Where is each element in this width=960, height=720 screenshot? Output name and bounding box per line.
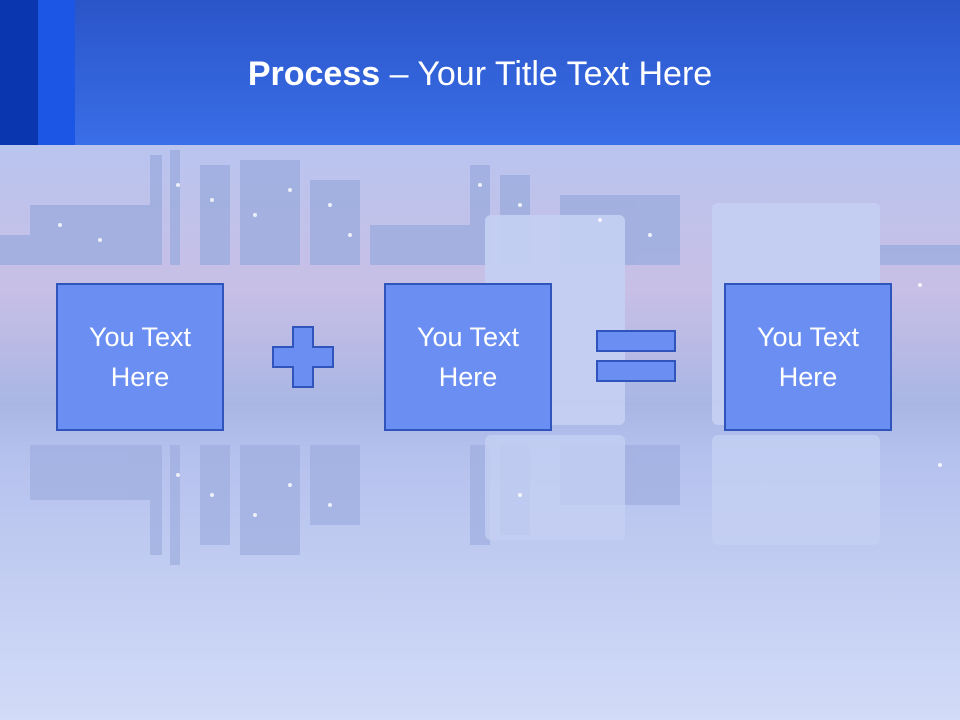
header-accent-dark	[0, 0, 38, 145]
process-box-line2: Here	[778, 362, 838, 392]
process-box-line2: Here	[438, 362, 498, 392]
plus-icon	[272, 326, 334, 388]
slide-title: Process – Your Title Text Here	[0, 52, 960, 96]
process-box-3: You Text Here	[724, 283, 892, 431]
title-bold: Process	[247, 55, 381, 93]
title-bar: Process – Your Title Text Here	[0, 0, 960, 145]
process-box-2: You Text Here	[384, 283, 552, 431]
process-box-line1: You Text	[416, 322, 520, 352]
process-box-text: You Text Here	[89, 317, 191, 397]
header-accent-light	[38, 0, 75, 145]
equals-icon	[596, 330, 676, 382]
title-rest: – Your Title Text Here	[380, 55, 713, 93]
refinery-background-image	[0, 145, 960, 720]
process-box-line1: You Text	[756, 322, 860, 352]
process-box-text: You Text Here	[757, 317, 859, 397]
process-box-1: You Text Here	[56, 283, 224, 431]
process-box-line1: You Text	[88, 322, 192, 352]
process-box-line2: Here	[110, 362, 170, 392]
process-box-text: You Text Here	[417, 317, 519, 397]
